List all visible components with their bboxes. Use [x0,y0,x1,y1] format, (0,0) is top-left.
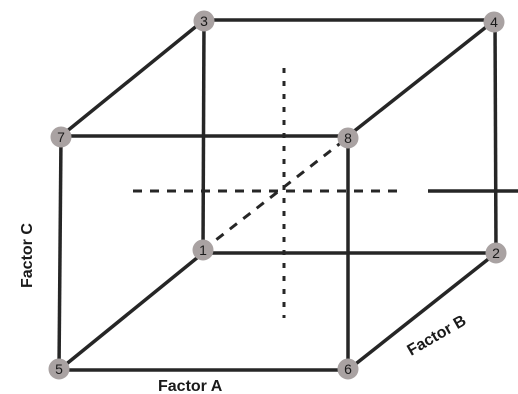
vertex-2-label: 2 [492,245,500,261]
vertex-2-marker [485,242,507,264]
edge-4-2 [493,19,498,254]
vertex-4-label: 4 [490,14,498,30]
vertex-4-marker [483,11,505,33]
vertex-1-label: 1 [199,242,207,258]
edge-5-1 [57,251,205,372]
vertex-1: 1 [192,239,214,261]
edge-7-3 [59,18,206,138]
vertex-4: 4 [483,11,505,33]
vertex-6-label: 6 [344,361,352,377]
vertex-3-marker [193,10,215,32]
vertex-7: 7 [50,126,72,148]
center-axes [133,68,518,318]
vertex-2: 2 [485,242,507,264]
vertex-8-label: 8 [344,130,352,146]
vertex-5-marker [48,358,70,380]
vertex-8: 8 [337,127,359,149]
edge-6-2 [346,251,498,372]
cube-edges [57,18,498,372]
vertex-6-marker [337,358,359,380]
edge-8-4 [346,18,497,138]
vertex-7-label: 7 [57,129,65,145]
vertex-8-marker [337,127,359,149]
vertex-6: 6 [337,358,359,380]
vertex-5-label: 5 [55,361,63,377]
vertex-5: 5 [48,358,70,380]
vertex-7-marker [50,126,72,148]
edge-7-5 [57,135,63,371]
vertex-3: 3 [193,10,215,32]
cube-vertices: 1 2 3 4 5 6 7 8 [48,10,507,380]
diagonal-hidden-edge-1-8 [202,136,348,252]
vertex-1-marker [192,239,214,261]
factor-c-label: Factor C [19,223,36,288]
factor-a-label: Factor A [158,378,223,394]
vertex-3-label: 3 [200,13,208,29]
